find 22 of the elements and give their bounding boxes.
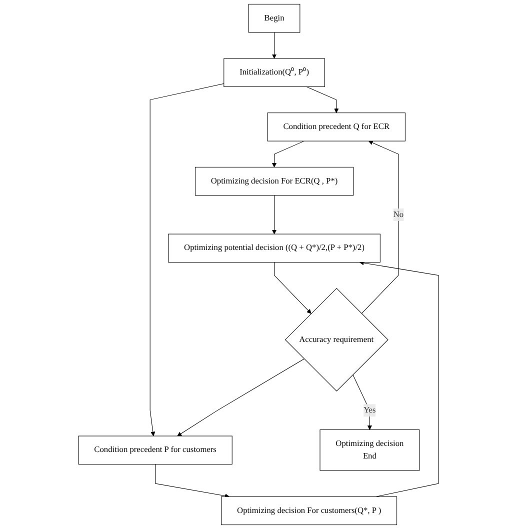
arrow [274, 262, 312, 314]
node-box: Initialization(Q⁰, P⁰) [224, 58, 325, 87]
arrow [272, 140, 304, 168]
arrow [352, 374, 372, 430]
edge-label: No [393, 210, 404, 219]
node-box: Optimizing decision For customers(Q*, P ) [221, 496, 398, 526]
node-box: Optimizing decision For ECR(Q , P*) [194, 166, 354, 196]
arrow [177, 358, 304, 436]
arrow [150, 83, 224, 436]
node-box: Condition precedent P for customers [78, 436, 232, 464]
edge-label: Yes [364, 406, 376, 415]
arrow [306, 86, 339, 114]
node-box: Condition precedent Q for ECR [267, 112, 406, 142]
node-box: Optimizing potential decision ((Q + Q*)/2,(P + P*)/2) [168, 234, 380, 263]
arrow [361, 140, 399, 314]
node-diamond: Accuracy requirement [284, 288, 388, 392]
node-box: Optimizing decision End [320, 429, 420, 471]
arrow [272, 32, 277, 59]
arrow [359, 260, 439, 497]
arrow [272, 195, 277, 234]
node-box: Begin [248, 4, 300, 33]
arrow [155, 464, 230, 498]
